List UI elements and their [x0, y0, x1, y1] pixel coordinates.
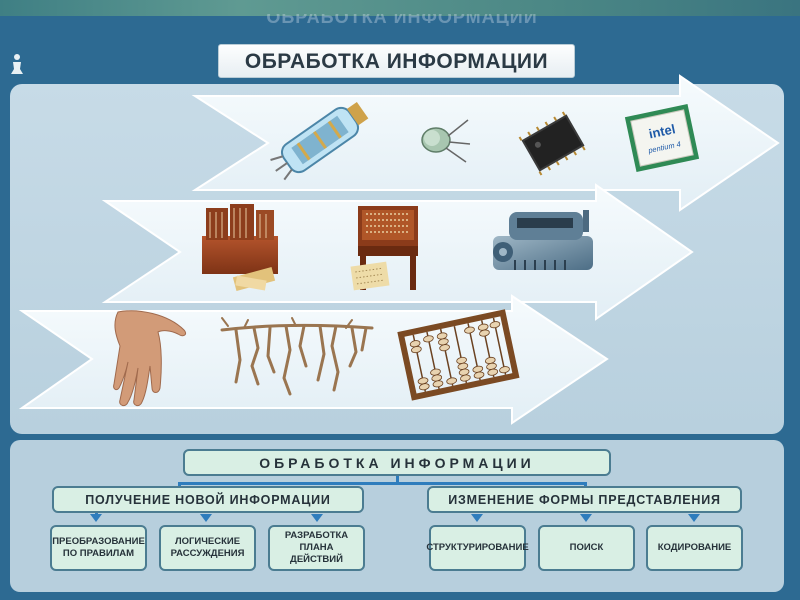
figure-icon — [11, 54, 23, 74]
hand-illustration — [113, 310, 187, 407]
knot-cords-illustration — [220, 317, 374, 396]
connector-right-branch — [396, 482, 584, 485]
leaf-line: ПЛАНА ДЕЙСТВИЙ — [290, 542, 343, 565]
leaf-line: ПО ПРАВИЛАМ — [62, 548, 135, 559]
diagram-leaf-structuring: СТРУКТУРИРОВАНИЕ — [426, 525, 529, 571]
connector-left-branch — [178, 482, 396, 485]
connector-right-drop — [584, 482, 587, 488]
diagram-root-box: ОБРАБОТКА ИНФОРМАЦИИ — [183, 449, 611, 476]
leaf-line: ЛОГИЧЕСКИЕ — [174, 536, 241, 547]
arrow-to-leaf-2 — [200, 514, 212, 522]
arrow-to-leaf-3 — [311, 514, 323, 522]
arrow-to-leaf-6 — [688, 514, 700, 522]
arrow-manual — [18, 294, 609, 425]
diagram-leaf-transform-rules: ПРЕОБРАЗОВАНИЕ ПО ПРАВИЛАМ — [50, 525, 147, 571]
arrow-to-leaf-4 — [471, 514, 483, 522]
ghost-title: ОБРАБОТКА ИНФОРМАЦИИ — [266, 14, 538, 26]
microchip-illustration — [518, 111, 586, 176]
card-punch-illustration — [350, 206, 418, 291]
transistor-illustration — [421, 119, 471, 163]
arrow-to-leaf-5 — [580, 514, 592, 522]
vacuum-tube-illustration — [270, 101, 369, 181]
arithmometer-illustration — [493, 210, 593, 270]
diagram-left-branch-box: ПОЛУЧЕНИЕ НОВОЙ ИНФОРМАЦИИ — [52, 486, 364, 513]
diagram-leaf-coding: КОДИРОВАНИЕ — [646, 525, 743, 571]
connector-left-drop — [178, 482, 181, 488]
hollerith-tabulator-illustration — [202, 204, 278, 291]
diagram-right-branch-box: ИЗМЕНЕНИЕ ФОРМЫ ПРЕДСТАВЛЕНИЯ — [427, 486, 742, 513]
intel-pentium-4-chip: intel pentium 4 — [624, 103, 700, 173]
leaf-line: ПРЕОБРАЗОВАНИЕ — [52, 536, 145, 547]
diagram-leaf-search: ПОИСК — [538, 525, 635, 571]
connector-root-stem — [396, 475, 399, 484]
leaf-line: РАССУЖДЕНИЯ — [170, 548, 245, 559]
top-decor-strip — [0, 0, 800, 16]
arrow-to-leaf-1 — [90, 514, 102, 522]
abacus-illustration — [397, 309, 520, 401]
page-title: ОБРАБОТКА ИНФОРМАЦИИ — [218, 44, 575, 78]
intel-brand-text: intel — [647, 121, 676, 141]
diagram-leaf-action-plan: РАЗРАБОТКА ПЛАНА ДЕЙСТВИЙ — [268, 525, 365, 571]
diagram-leaf-logical-reasoning: ЛОГИЧЕСКИЕ РАССУЖДЕНИЯ — [159, 525, 256, 571]
leaf-line: РАЗРАБОТКА — [284, 530, 349, 541]
